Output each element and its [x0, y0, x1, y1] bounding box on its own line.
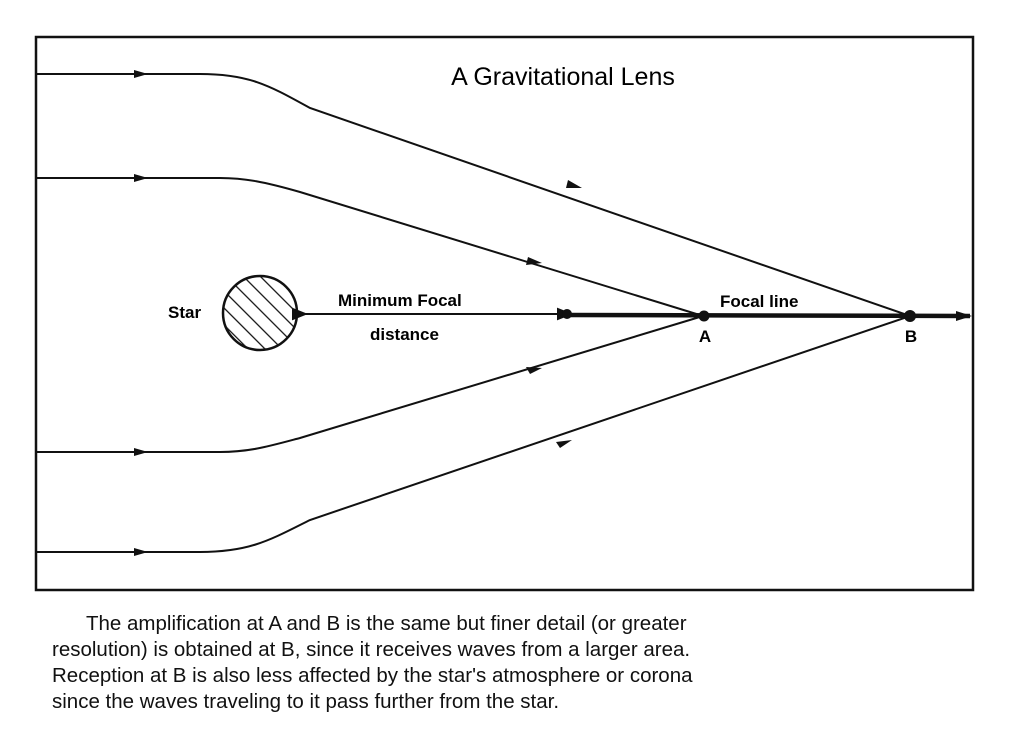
min-focal-label: Minimum Focal [338, 291, 462, 310]
min-focal-label-2: distance [370, 325, 439, 344]
star-icon [221, 274, 299, 352]
focal-line-label: Focal line [720, 292, 798, 311]
star-label: Star [168, 303, 201, 322]
gravitational-lens-diagram: A Gravitational Lens Star Minimum Focal … [34, 35, 975, 592]
point-a-label: A [699, 327, 711, 346]
caption-line: The amplification at A and B is the same… [86, 612, 687, 635]
caption-line: Reception at B is also less affected by … [52, 664, 693, 687]
focal-line [566, 312, 971, 319]
ray-arrowheads [134, 70, 972, 556]
point-b-label: B [905, 327, 917, 346]
diagram-title: A Gravitational Lens [451, 63, 675, 91]
ray-1 [36, 73, 911, 317]
point-a-marker [698, 310, 710, 322]
caption-line: resolution) is obtained at B, since it r… [52, 638, 691, 661]
ray-2 [36, 177, 704, 317]
frame [34, 35, 975, 592]
ray-3 [36, 315, 704, 453]
caption: The amplification at A and B is the same… [52, 611, 982, 715]
caption-line: since the waves traveling to it pass fur… [52, 690, 560, 713]
ray-4 [36, 315, 911, 553]
min-focal-point [562, 309, 572, 319]
point-b-marker [904, 310, 916, 322]
